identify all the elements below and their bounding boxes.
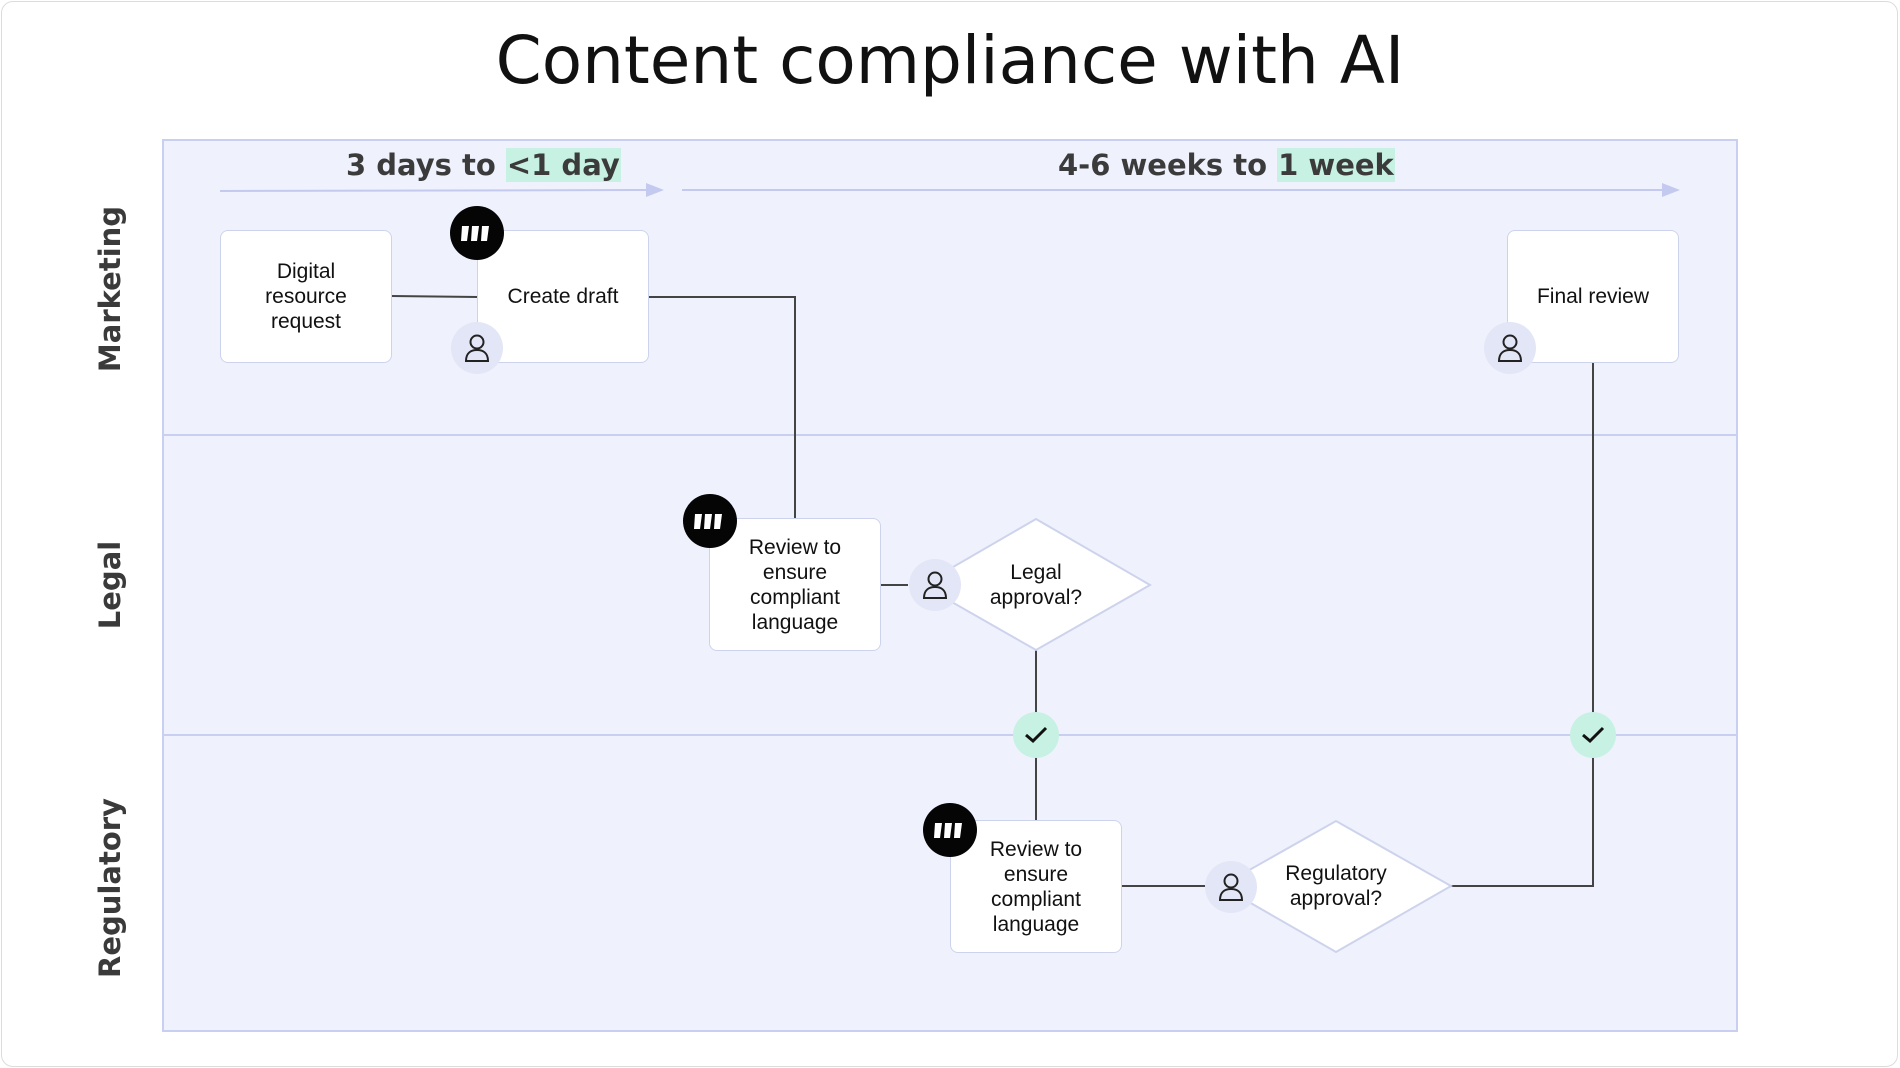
final-review-box[interactable]: Final review — [1507, 230, 1679, 363]
connector — [649, 296, 796, 518]
timeline-arrowhead — [1662, 183, 1680, 197]
node-label: Create draft — [507, 285, 619, 308]
checkmark-icon — [1013, 712, 1059, 758]
timing-prefix: 3 days to — [346, 148, 506, 182]
lane-label-legal: Legal — [93, 540, 127, 630]
connector — [1451, 362, 1594, 887]
person-icon — [1205, 861, 1257, 913]
lane-label-marketing: Marketing — [93, 205, 127, 373]
page-title: Content compliance with AI — [495, 22, 1405, 99]
person-icon — [1484, 322, 1536, 374]
w-logo-icon — [450, 206, 504, 260]
timing-highlight: <1 day — [505, 148, 621, 182]
timing-prefix: 4-6 weeks to — [1058, 148, 1278, 182]
timeline-arrow-line — [219, 189, 649, 192]
connector — [390, 295, 479, 298]
timing-highlight: 1 week — [1277, 148, 1395, 182]
node-label: Final review — [1536, 285, 1650, 308]
legal-review-box[interactable]: Review to ensure compliant language — [709, 518, 881, 651]
node-label: Review to ensure compliant language — [748, 535, 842, 634]
person-icon — [909, 559, 961, 611]
timeline-arrowhead — [646, 183, 664, 197]
legal-approval-diamond[interactable] — [919, 517, 1153, 652]
digital-resource-request-box[interactable]: Digital resource request — [220, 230, 392, 363]
node-label: Review to ensure compliant language — [989, 837, 1083, 936]
w-logo-icon — [923, 803, 977, 857]
node-label: Digital resource request — [265, 260, 347, 333]
w-logo-icon — [683, 494, 737, 548]
regulatory-review-box[interactable]: Review to ensure compliant language — [950, 820, 1122, 953]
person-icon — [451, 322, 503, 374]
lane-label-regulatory: Regulatory — [93, 798, 127, 978]
create-draft-box[interactable]: Create draft — [477, 230, 649, 363]
regulatory-approval-label: Regulatory approval? — [1285, 862, 1387, 910]
legal-approval-label: Legal approval? — [989, 561, 1083, 609]
timing-label-marketing: 3 days to <1 day — [346, 148, 621, 182]
checkmark-icon — [1570, 712, 1616, 758]
timing-label-review: 4-6 weeks to 1 week — [1058, 148, 1395, 182]
regulatory-approval-diamond[interactable] — [1218, 819, 1454, 954]
